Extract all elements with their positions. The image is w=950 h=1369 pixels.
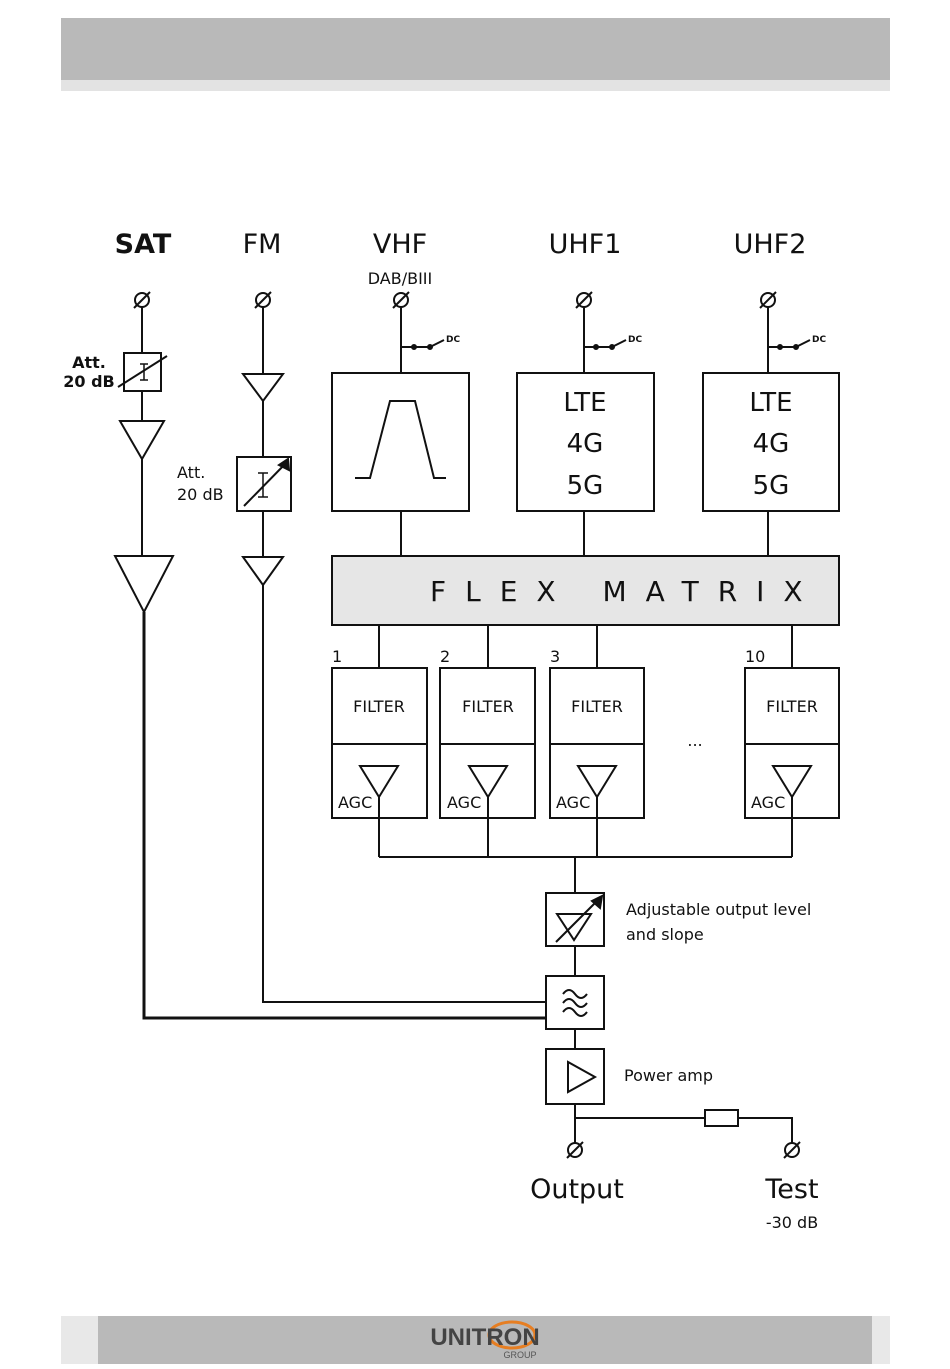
channel-2-filter-label: FILTER bbox=[462, 697, 514, 716]
uhf2-input bbox=[760, 292, 810, 373]
channel-3-agc-label: AGC bbox=[556, 793, 590, 812]
vhf-dc-label: DC bbox=[446, 335, 460, 345]
channel-10-agc-label: AGC bbox=[751, 793, 785, 812]
sat-att-label-2: 20 dB bbox=[63, 372, 114, 391]
channel-2-block bbox=[440, 625, 535, 857]
channel-number-10: 10 bbox=[745, 647, 765, 666]
uhf2-lte-line-3: 5G bbox=[753, 471, 790, 501]
bandpass-curve-icon bbox=[355, 401, 446, 478]
vhf-bandpass-box bbox=[332, 373, 469, 511]
sat-att-label-1: Att. bbox=[72, 353, 106, 372]
logo-sub-text: GROUP bbox=[503, 1350, 536, 1360]
uhf1-label: UHF1 bbox=[549, 229, 622, 260]
fm-label: FM bbox=[243, 229, 282, 260]
flex-matrix-label: FLEX MATRIX bbox=[430, 575, 822, 608]
uhf1-lte-line-3: 5G bbox=[567, 471, 604, 501]
adjustable-label-1: Adjustable output level bbox=[626, 900, 811, 919]
uhf2-dc-label: DC bbox=[812, 335, 826, 345]
fm-att-label-1: Att. bbox=[177, 463, 205, 482]
logo-main-text: UNITRON bbox=[430, 1324, 539, 1351]
adjustable-label-2: and slope bbox=[626, 925, 704, 944]
unitron-logo: UNITRON GROUP bbox=[430, 1322, 539, 1360]
vhf-input bbox=[393, 292, 444, 373]
channel-ellipsis: ... bbox=[687, 731, 702, 750]
sat-chain bbox=[115, 292, 546, 1018]
fm-amp-2-icon bbox=[243, 557, 283, 585]
uhf1-input bbox=[576, 292, 626, 373]
channel-1-filter-label: FILTER bbox=[353, 697, 405, 716]
sat-amp-large-icon bbox=[115, 556, 173, 612]
channel-10-filter-label: FILTER bbox=[766, 697, 818, 716]
test-level-label: -30 dB bbox=[766, 1213, 818, 1232]
channel-number-1: 1 bbox=[332, 647, 342, 666]
uhf2-label: UHF2 bbox=[734, 229, 807, 260]
channel-number-2: 2 bbox=[440, 647, 450, 666]
channel-1-agc-label: AGC bbox=[338, 793, 372, 812]
channel-3-filter-label: FILTER bbox=[571, 697, 623, 716]
uhf1-dc-label: DC bbox=[628, 335, 642, 345]
uhf1-lte-line-2: 4G bbox=[567, 429, 604, 459]
channel-1-block bbox=[332, 625, 427, 857]
uhf2-lte-line-2: 4G bbox=[753, 429, 790, 459]
output-label: Output bbox=[530, 1174, 624, 1205]
vhf-sublabel: DAB/BIII bbox=[368, 269, 432, 288]
sat-amp-small-icon bbox=[120, 421, 164, 459]
test-label: Test bbox=[764, 1174, 818, 1205]
power-amp-label: Power amp bbox=[624, 1066, 713, 1085]
sat-label: SAT bbox=[115, 229, 172, 260]
fm-att-label-2: 20 dB bbox=[177, 485, 224, 504]
channel-number-3: 3 bbox=[550, 647, 560, 666]
vhf-label: VHF bbox=[373, 229, 427, 260]
channel-2-agc-label: AGC bbox=[447, 793, 481, 812]
uhf1-lte-line-1: LTE bbox=[563, 388, 606, 418]
fm-chain bbox=[237, 292, 546, 1002]
channel-3-block bbox=[550, 625, 644, 857]
test-resistor-icon bbox=[705, 1110, 738, 1126]
fm-amp-1-icon bbox=[243, 374, 283, 401]
uhf2-lte-line-1: LTE bbox=[749, 388, 792, 418]
